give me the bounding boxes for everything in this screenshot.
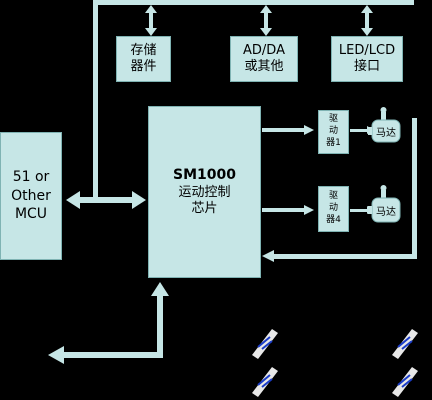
motor-icon: [368, 185, 401, 223]
driver4-line2: 动: [328, 203, 338, 214]
mcu-line2: Other: [11, 187, 51, 204]
controller-title: SM1000: [173, 167, 236, 183]
memory-line2: 器件: [130, 59, 157, 74]
memory-line1: 存储: [130, 42, 157, 58]
controller-line2: 芯片: [191, 200, 218, 216]
adda-box: AD/DA 或其他: [230, 36, 298, 82]
mcu-box: 51 or Other MCU: [0, 132, 62, 260]
driver1-line3: 器1: [326, 137, 341, 148]
driver1-line2: 动: [328, 126, 338, 137]
led-lcd-interface-box: LED/LCD 接口: [331, 36, 403, 82]
lcd-line1: LED/LCD: [338, 42, 396, 58]
adda-line1: AD/DA: [243, 42, 285, 58]
adda-line2: 或其他: [244, 59, 284, 74]
controller-driver1-arrow: [262, 125, 314, 135]
encoder-icon: [248, 325, 282, 359]
bus-arrow-adda: [260, 5, 272, 36]
motor1-label: 马达: [376, 127, 396, 139]
memory-device-box: 存储 器件: [116, 36, 171, 82]
encoder-icon: [248, 363, 282, 397]
driver1-line1: 驱: [328, 114, 338, 125]
driver4-line3: 器4: [326, 214, 341, 225]
motion-controller-box: SM1000 运动控制 芯片: [148, 106, 261, 278]
lcd-line2: 接口: [353, 59, 380, 74]
controller-bottom-arrow: [48, 282, 169, 364]
mcu-controller-arrow: [66, 191, 146, 209]
bus-arrow-memory: [145, 5, 157, 36]
feedback-arrow: [262, 118, 417, 262]
bus-arrow-lcd: [361, 5, 373, 36]
driver4-line1: 驱: [328, 191, 338, 202]
encoder-icon: [388, 363, 422, 397]
controller-line1: 运动控制: [178, 184, 231, 200]
controller-driver4-arrow: [262, 205, 314, 215]
mcu-line3: MCU: [14, 206, 48, 223]
top-bus-horizontal: [93, 0, 414, 5]
motor4-label: 马达: [376, 206, 396, 218]
driver4-box: 驱 动 器4: [318, 186, 349, 232]
encoder-icon: [388, 325, 422, 359]
top-bus-vertical: [93, 0, 98, 200]
mcu-line1: 51 or: [12, 168, 50, 185]
motor-icon: [368, 107, 401, 143]
driver1-box: 驱 动 器1: [318, 110, 349, 154]
